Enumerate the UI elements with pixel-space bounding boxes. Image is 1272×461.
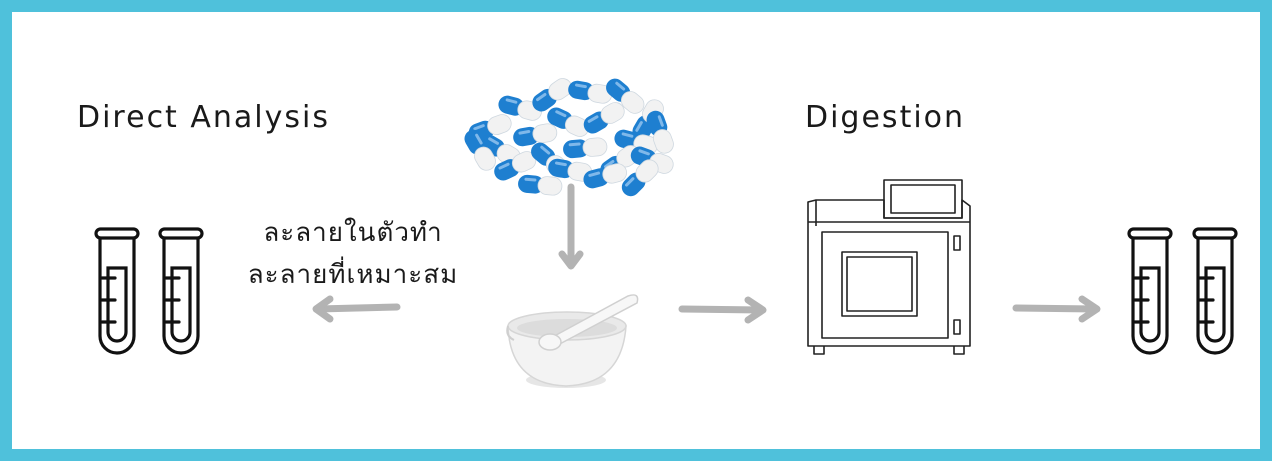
arrow-right-to-digester <box>678 296 767 324</box>
capsules-image <box>464 78 674 197</box>
test-tubes-icon <box>94 227 204 355</box>
solvent-text-line1: ละลายในตัวทำ <box>263 218 443 248</box>
arrow-right-to-tubes <box>1012 295 1101 323</box>
solvent-text-line2: ละลายที่เหมาะสม <box>247 260 459 290</box>
arrow-left <box>312 295 401 323</box>
microwave-digestion-system <box>807 179 971 355</box>
mortar-and-pestle-image <box>506 294 639 388</box>
digestion-label: Digestion <box>805 100 966 135</box>
digested-test-tubes-icon <box>1127 227 1238 355</box>
direct-analysis-label: Direct Analysis <box>77 100 330 135</box>
arrow-down <box>558 183 584 270</box>
